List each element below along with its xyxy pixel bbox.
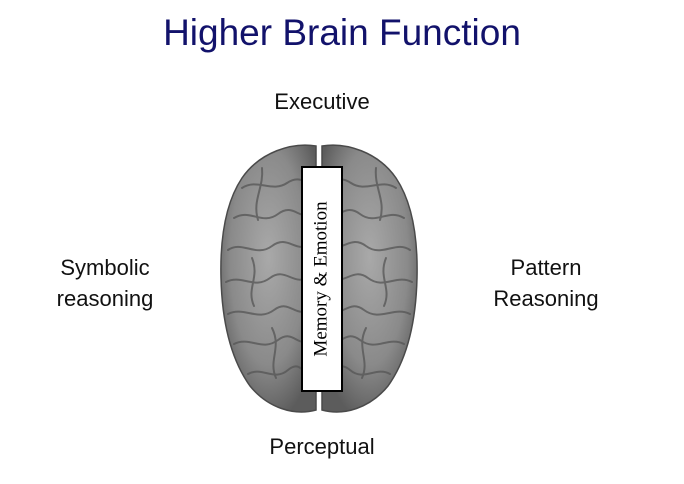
memory-emotion-label: Memory & Emotion [311, 201, 332, 357]
memory-emotion-box: Memory & Emotion [301, 166, 343, 392]
symbolic-reasoning-label: Symbolic reasoning [30, 252, 180, 314]
perceptual-label: Perceptual [269, 434, 375, 459]
pattern-reasoning-line-1: Pattern [510, 255, 582, 280]
pattern-reasoning-label: Pattern Reasoning [466, 252, 626, 314]
brain-image [220, 144, 418, 413]
symbolic-reasoning-line-2: reasoning [56, 286, 154, 311]
symbolic-reasoning-line-1: Symbolic [60, 255, 150, 280]
executive-label: Executive [274, 89, 370, 114]
pattern-reasoning-line-2: Reasoning [493, 286, 599, 311]
slide-title: Higher Brain Function [163, 12, 521, 53]
